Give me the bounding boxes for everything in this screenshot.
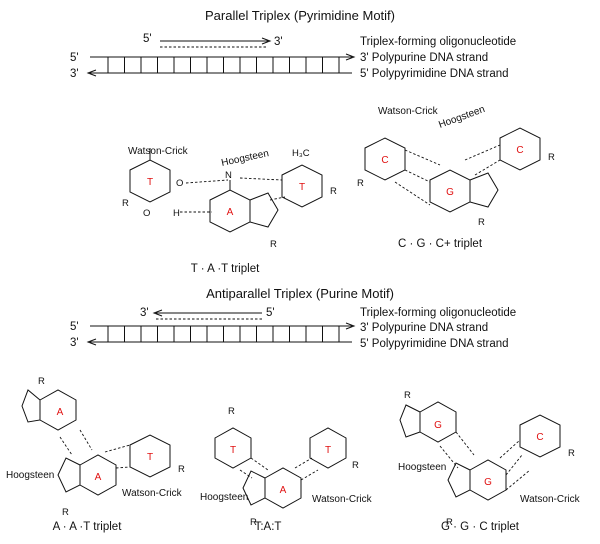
aat-wc-label: Watson-Crick xyxy=(122,488,183,499)
antiparallel-tfo-label: Triplex-forming oligonucleotide xyxy=(360,307,516,319)
parallel-purine-label: 3' Polypurine DNA strand xyxy=(360,52,488,64)
ggc-triplet: G G C R R R Hoogsteen Watson-Crick G · G… xyxy=(398,390,581,533)
atom-o2: O xyxy=(143,208,150,219)
cgc-caption: C · G · C+ triplet xyxy=(398,238,483,250)
antiparallel-title: Antiparallel Triplex (Purine Motif) xyxy=(206,286,394,301)
tat-a-caption: T:A:T xyxy=(255,521,282,533)
ggc-caption: G · G · C triplet xyxy=(441,521,520,533)
parallel-tfo-strand: 5' 3' xyxy=(143,33,283,48)
tat-a-base-2: A xyxy=(280,485,287,496)
atom-r-aat2: R xyxy=(62,507,69,518)
cgc-base-3: C xyxy=(516,145,523,156)
parallel-tfo-3-label: 3' xyxy=(274,36,283,48)
parallel-top-5-label: 5' xyxy=(70,52,79,64)
tat-anti-triplet: T A T R R R Hoogsteen Watson-Crick T:A:T xyxy=(200,406,373,533)
atom-r-tat3: R xyxy=(352,460,359,471)
parallel-tfo-label: Triplex-forming oligonucleotide xyxy=(360,36,516,48)
tat-a-base-3: T xyxy=(325,445,331,456)
parallel-pyrimidine-label: 5' Polypyrimidine DNA strand xyxy=(360,68,509,80)
parallel-tfo-5-label: 5' xyxy=(143,33,152,45)
atom-n-amino: N xyxy=(225,170,232,181)
antiparallel-duplex: 5' 3' xyxy=(70,321,356,349)
ggc-base-1: G xyxy=(434,420,442,431)
atom-r-tat2: R xyxy=(250,517,257,528)
antiparallel-tfo-5-label: 5' xyxy=(266,307,275,319)
tat-a-hoog-label: Hoogsteen xyxy=(200,492,248,503)
cgc-wc-label: Watson-Crick xyxy=(378,106,439,117)
antiparallel-bottom-3-label: 3' xyxy=(70,337,79,349)
tat-a-base-1: T xyxy=(230,445,236,456)
parallel-duplex: 5' 3' xyxy=(70,52,356,80)
cgc-base-1: C xyxy=(381,155,388,166)
antiparallel-purine-label: 3' Polypurine DNA strand xyxy=(360,322,488,334)
antiparallel-tfo-3-label: 3' xyxy=(140,307,149,319)
atom-r-c: R xyxy=(357,178,364,189)
atom-r-tat1: R xyxy=(228,406,235,417)
ggc-hoog-label: Hoogsteen xyxy=(398,462,446,473)
antiparallel-pyrimidine-label: 5' Polypyrimidine DNA strand xyxy=(360,338,509,350)
cgc-triplet: C G C R R R Watson-Crick Hoogsteen C · G… xyxy=(357,104,555,250)
ggc-wc-label: Watson-Crick xyxy=(520,494,581,505)
atom-r-c2: R xyxy=(548,152,555,163)
parallel-title: Parallel Triplex (Pyrimidine Motif) xyxy=(205,8,395,23)
atom-r-aat1: R xyxy=(38,376,45,387)
tat-a-wc-label: Watson-Crick xyxy=(312,494,373,505)
cgc-base-2: G xyxy=(446,187,454,198)
ggc-base-3: C xyxy=(536,432,543,443)
aat-triplet: A A T R R R Hoogsteen Watson-Crick A · A… xyxy=(6,376,185,533)
aat-hoog-label: Hoogsteen xyxy=(6,470,54,481)
tat-p-base-2: A xyxy=(227,207,234,218)
antiparallel-tfo-strand: 3' 5' xyxy=(140,307,275,320)
atom-r-aat3: R xyxy=(178,464,185,475)
tat-p-base-3: T xyxy=(299,182,305,193)
tat-p-hoog-label: Hoogsteen xyxy=(220,148,270,169)
aat-base-2: A xyxy=(95,472,102,483)
atom-o: O xyxy=(176,178,183,189)
aat-base-1: A xyxy=(57,407,64,418)
tat-parallel-triplet: T O H R O N A R T H₃C R Watson-Crick Hoo… xyxy=(122,146,337,275)
atom-h: H xyxy=(173,208,180,219)
atom-r: R xyxy=(122,198,129,209)
tat-p-base-1: T xyxy=(147,177,153,188)
cgc-hoog-label: Hoogsteen xyxy=(437,104,486,131)
aat-base-3: T xyxy=(147,452,153,463)
atom-r-ggc1: R xyxy=(404,390,411,401)
atom-r-ggc3: R xyxy=(568,448,575,459)
atom-r-g: R xyxy=(478,217,485,228)
ggc-base-2: G xyxy=(484,477,492,488)
atom-r-a: R xyxy=(270,239,277,250)
atom-r-t: R xyxy=(330,186,337,197)
parallel-bottom-3-label: 3' xyxy=(70,68,79,80)
aat-caption: A · A ·T triplet xyxy=(53,521,123,533)
antiparallel-top-5-label: 5' xyxy=(70,321,79,333)
atom-r-ggc2: R xyxy=(446,517,453,528)
tat-p-caption: T · A ·T triplet xyxy=(191,263,260,275)
tat-p-wc-label: Watson-Crick xyxy=(128,146,189,157)
atom-ch3: H₃C xyxy=(292,148,310,159)
